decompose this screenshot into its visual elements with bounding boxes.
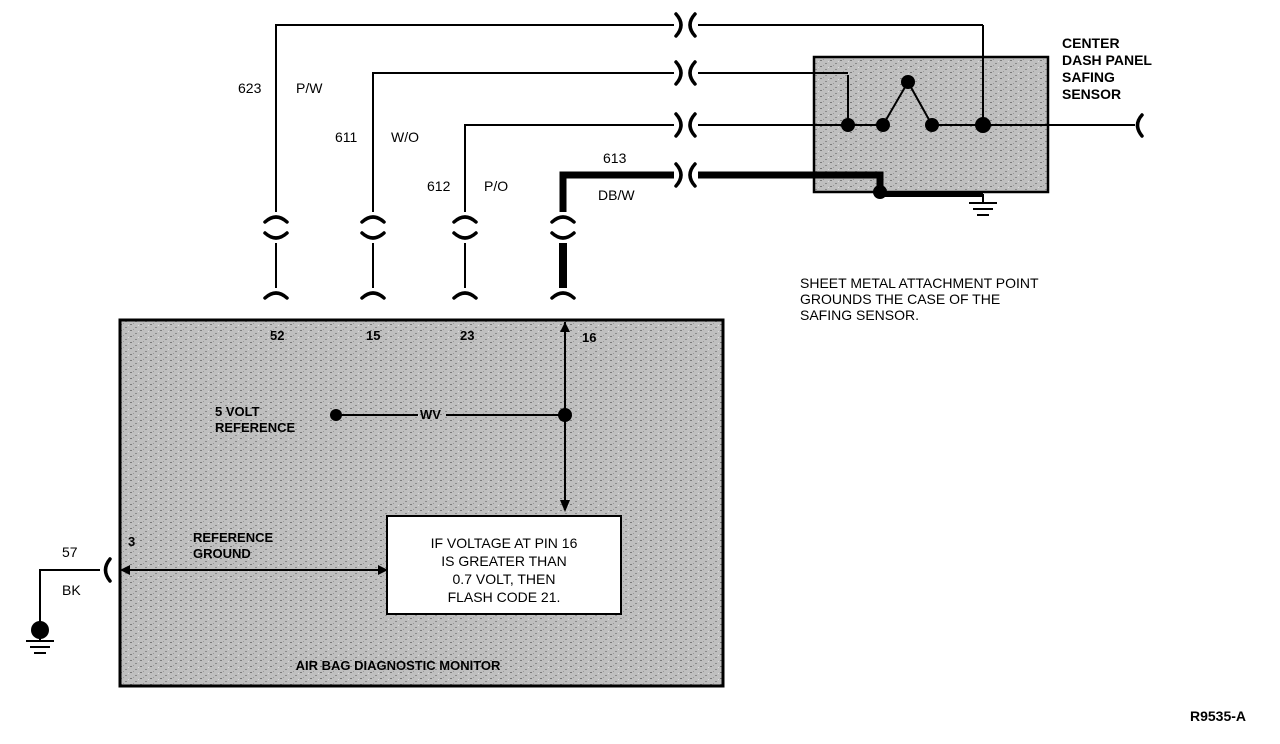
- junction-node: [558, 408, 572, 422]
- sensor-switch-arm-1: [882, 81, 909, 126]
- sensor-label-line: SENSOR: [1062, 86, 1121, 102]
- diagnostic-monitor: 52 15 23 16 WV 5 VOLT REFERENCE REFERENC…: [118, 318, 725, 688]
- logic-box: [386, 515, 622, 615]
- circuit-color-label: W/O: [391, 129, 419, 145]
- reference-ground-label: REFERENCE: [193, 530, 274, 545]
- reference-voltage-label: 5 VOLT: [215, 404, 260, 419]
- circuit-612-wire: [452, 112, 848, 300]
- circuit-number-label: 611: [335, 129, 358, 145]
- diagnostic-monitor-housing: [118, 318, 725, 688]
- circuit-color-label: P/W: [296, 80, 323, 96]
- ground-circuit-57: [26, 557, 112, 654]
- sensor-output-connector: [1135, 113, 1144, 138]
- circuit-color-label: BK: [62, 582, 81, 598]
- circuit-623-wire: [263, 12, 983, 300]
- sensor-label-line: SAFING: [1062, 69, 1115, 85]
- circuit-613-wire: [550, 162, 884, 300]
- pin-number: 16: [582, 330, 596, 345]
- ground-connector: [103, 557, 112, 583]
- sensor-terminal: [975, 117, 991, 133]
- pin-number: 3: [128, 534, 135, 549]
- circuit-number-label: 612: [427, 178, 451, 194]
- note-line: GROUNDS THE CASE OF THE: [800, 291, 1000, 307]
- ground-icon: [26, 638, 54, 654]
- logic-box-line: IS GREATER THAN: [441, 553, 567, 569]
- reference-node: [330, 409, 342, 421]
- ground-point: [31, 621, 49, 639]
- sense-arrow: [560, 500, 570, 512]
- sensor-label-line: CENTER: [1062, 35, 1120, 51]
- circuit-color-label: P/O: [484, 178, 508, 194]
- pin-number: 52: [270, 328, 284, 343]
- monitor-name: AIR BAG DIAGNOSTIC MONITOR: [296, 658, 501, 673]
- pin-number: 23: [460, 328, 474, 343]
- sensor-switch-arm-2: [907, 81, 933, 126]
- logic-box-line: FLASH CODE 21.: [448, 589, 561, 605]
- reference-ground-label: GROUND: [193, 546, 251, 561]
- case-ground-icon: [969, 202, 997, 216]
- logic-box-line: 0.7 VOLT, THEN: [453, 571, 556, 587]
- circuit-number-label: 613: [603, 150, 627, 166]
- pin-number: 15: [366, 328, 380, 343]
- circuit-611-wire: [360, 60, 848, 300]
- circuit-number-label: 623: [238, 80, 262, 96]
- logic-box-line: IF VOLTAGE AT PIN 16: [431, 535, 578, 551]
- sensor-terminal: [876, 118, 890, 132]
- sensor-terminal: [901, 75, 915, 89]
- circuit-number-label: 57: [62, 544, 78, 560]
- reference-voltage-label: REFERENCE: [215, 420, 296, 435]
- figure-id: R9535-A: [1190, 708, 1246, 724]
- note-line: SHEET METAL ATTACHMENT POINT: [800, 275, 1039, 291]
- resistor-symbol: WV: [420, 407, 441, 422]
- sensor-terminal: [925, 118, 939, 132]
- note-line: SAFING SENSOR.: [800, 307, 919, 323]
- circuit-color-label: DB/W: [598, 187, 635, 203]
- sensor-label-line: DASH PANEL: [1062, 52, 1152, 68]
